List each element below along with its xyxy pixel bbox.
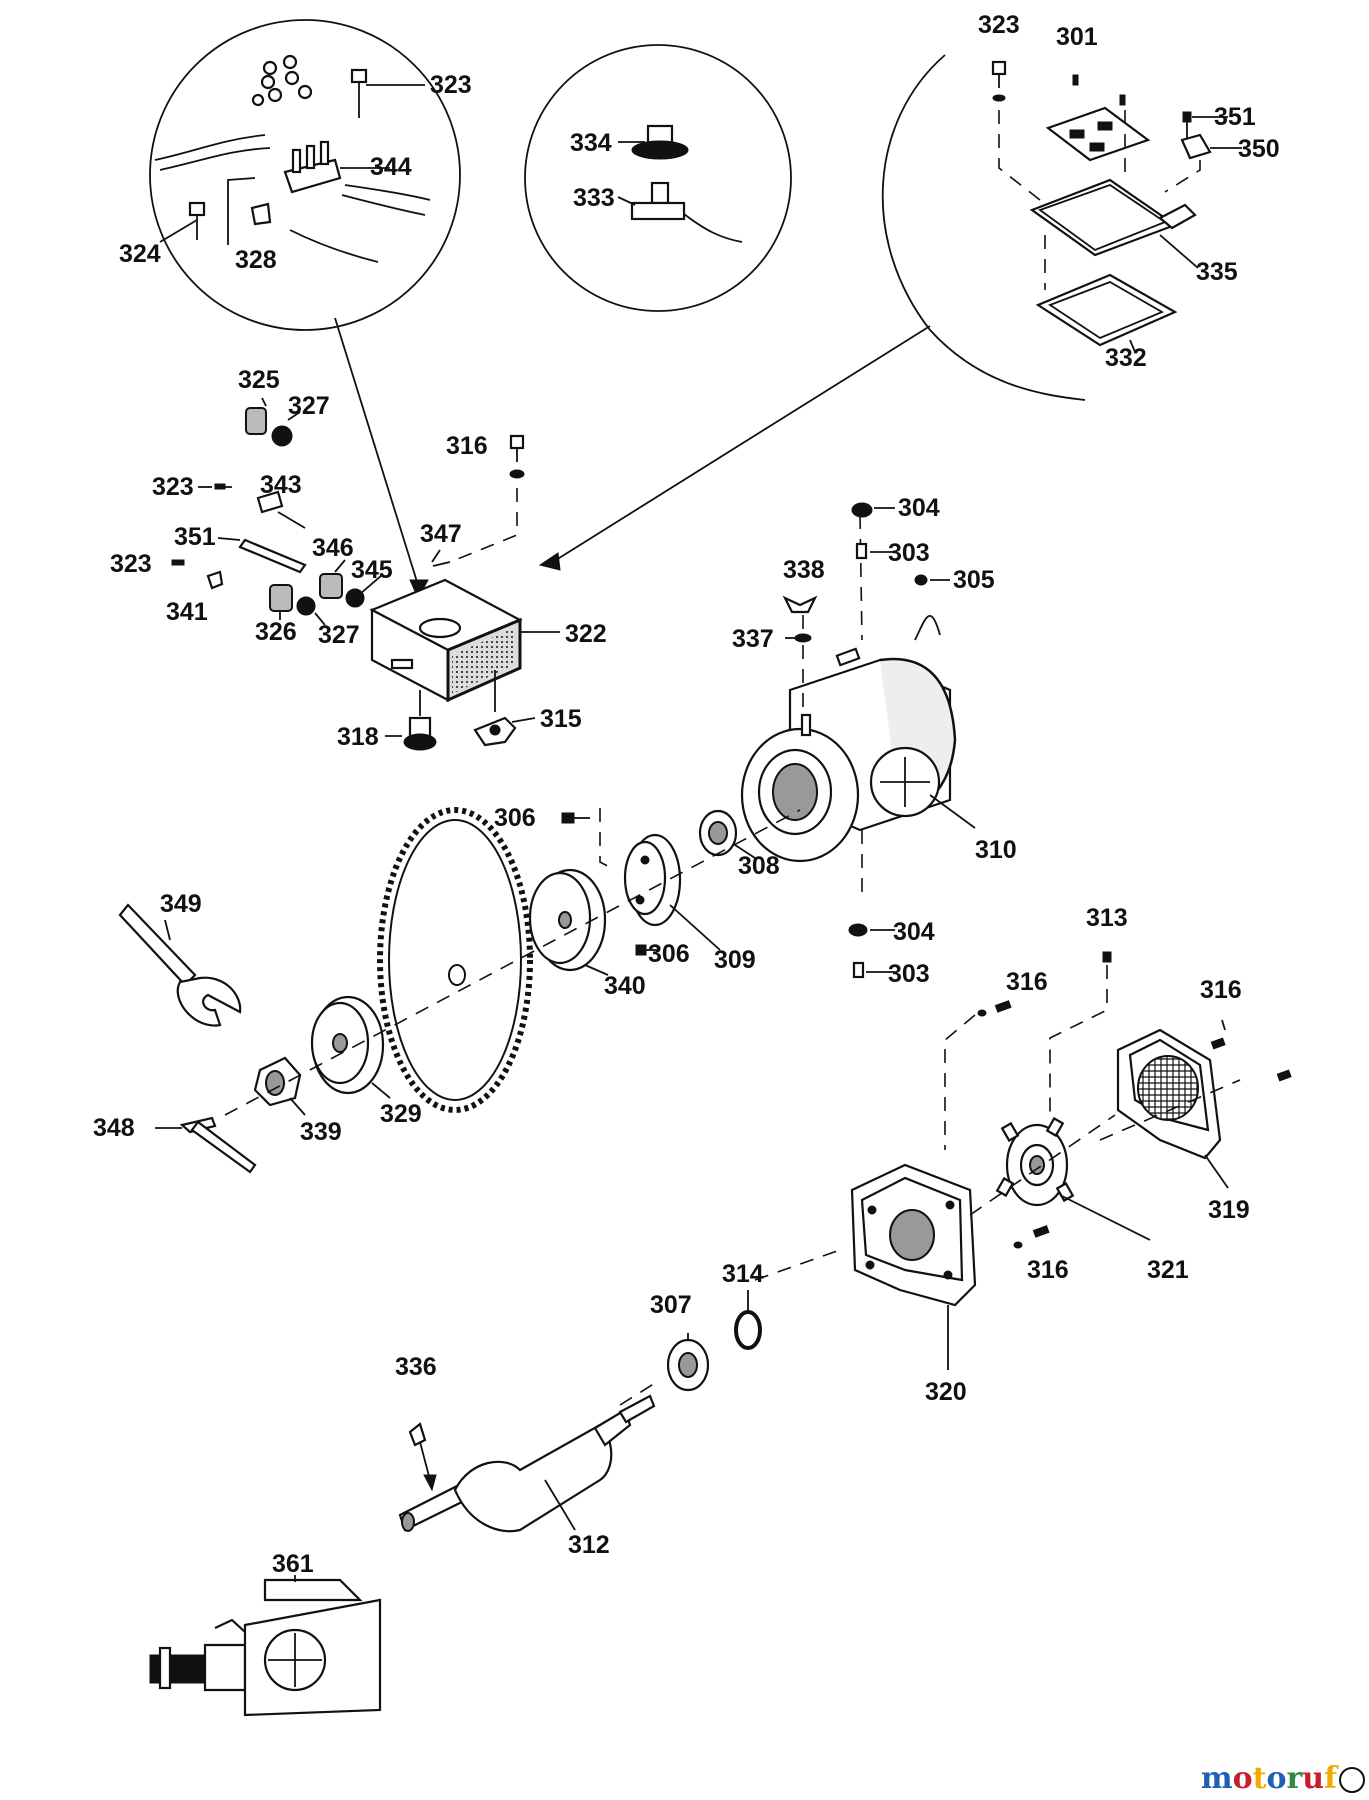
bearing-308: [698, 809, 738, 857]
label-342: 346: [312, 534, 354, 562]
gasket-332: [1035, 273, 1178, 347]
label-326: 326: [255, 618, 297, 646]
label-327-a: 327: [288, 392, 330, 420]
label-339: 339: [300, 1118, 342, 1146]
label-336: 337: [732, 625, 774, 653]
label-361: 361: [272, 1550, 314, 1578]
label-305: 305: [953, 566, 995, 594]
label-329: 328: [235, 246, 277, 274]
label-338: 336: [395, 1353, 437, 1381]
watermark-letter: f: [1324, 1761, 1337, 1796]
label-304-a: 304: [898, 494, 940, 522]
label-328: 329: [380, 1100, 422, 1128]
hex-key-348: [179, 1116, 257, 1174]
spacer-340: [528, 868, 607, 972]
label-340: 340: [604, 972, 646, 1000]
wrench-349: [118, 903, 242, 1027]
part-labels: 323 301 351 350 335 332 334 333 323 344 …: [93, 11, 1280, 1578]
label-307: 307: [650, 1291, 692, 1319]
label-333: 333: [573, 184, 615, 212]
label-306-b: 306: [648, 940, 690, 968]
label-323-d: 323: [110, 550, 152, 578]
label-323-b: 323: [430, 71, 472, 99]
label-323-c: 323: [152, 473, 194, 501]
label-346: 350: [1238, 135, 1280, 163]
rotor-312: [398, 1394, 656, 1533]
watermark-letter: u: [1302, 1761, 1325, 1796]
label-350: 347: [420, 520, 462, 548]
arrow-line-left: [334, 317, 419, 586]
label-310: 310: [975, 836, 1017, 864]
detail-circle-terminal-block: [149, 19, 461, 331]
label-344: 343: [260, 471, 302, 499]
switch-knob-334: [631, 124, 689, 160]
saw-blade: [377, 807, 533, 1113]
label-348: 348: [93, 1114, 135, 1142]
label-318: 318: [337, 723, 379, 751]
arrow-line-right: [547, 325, 931, 566]
label-327-b: 327: [318, 621, 360, 649]
label-332: 332: [1105, 344, 1147, 372]
label-351: 351: [174, 523, 216, 551]
label-345: 344: [370, 153, 412, 181]
watermark-letter: o: [1266, 1761, 1287, 1796]
label-303-b: 303: [888, 960, 930, 988]
watermark-letter: m: [1200, 1761, 1233, 1796]
label-320: 320: [925, 1378, 967, 1406]
label-341: 345: [351, 556, 393, 584]
nut-339: [253, 1056, 302, 1107]
label-315: 315: [540, 705, 582, 733]
junction-box-322: [369, 578, 560, 703]
end-bell-320: [850, 1163, 977, 1307]
label-316-a: 316: [446, 432, 488, 460]
plug-318: [403, 716, 437, 751]
switch-333: [630, 181, 743, 243]
label-314: 314: [722, 1260, 764, 1288]
fan-321: [995, 1116, 1075, 1207]
label-322: 322: [565, 620, 607, 648]
terminal-nuts: [251, 54, 313, 107]
label-316-d: 316: [1027, 1256, 1069, 1284]
label-335: 335: [1196, 258, 1238, 286]
cable-gland-325: [245, 407, 267, 435]
label-303-a: 303: [888, 539, 930, 567]
motor-assembly-361: [149, 1578, 382, 1717]
cover-335: [1029, 178, 1197, 257]
watermark-letter: r: [1286, 1761, 1303, 1796]
bearing-307: [666, 1338, 710, 1392]
label-316-c: 316: [1200, 976, 1242, 1004]
label-306-a: 306: [494, 804, 536, 832]
label-349: 349: [160, 890, 202, 918]
label-324: 324: [119, 240, 161, 268]
label-325: 325: [238, 366, 280, 394]
label-319: 319: [1208, 1196, 1250, 1224]
label-321: 321: [1147, 1256, 1189, 1284]
label-316-b: 316: [1006, 968, 1048, 996]
flange-309: [623, 833, 682, 927]
label-313: 313: [1086, 904, 1128, 932]
label-343: 341: [166, 598, 208, 626]
outer-flange-328: [310, 995, 385, 1095]
label-304-b: 304: [893, 918, 935, 946]
fan-cover-319: [1116, 1028, 1222, 1160]
watermark-letter: t: [1252, 1761, 1267, 1796]
label-301: 301: [1056, 23, 1098, 51]
label-337: 338: [783, 556, 825, 584]
label-309: 309: [714, 946, 756, 974]
rating-plate-301: [1045, 106, 1151, 162]
label-323-a: 323: [978, 11, 1020, 39]
terminal-block-345: [283, 140, 342, 194]
watermark-letter: o: [1232, 1761, 1253, 1796]
motoruf-watermark: motoruf: [1201, 1761, 1365, 1796]
label-308: 308: [738, 852, 780, 880]
detail-circle-switch: [524, 44, 792, 312]
circlip-314: [734, 1310, 762, 1350]
watermark-logo-icon: [1339, 1767, 1365, 1793]
detail-circle-cover: [881, 54, 1242, 401]
label-347: 351: [1214, 103, 1256, 131]
label-312: 312: [568, 1531, 610, 1559]
label-334: 334: [570, 129, 612, 157]
motor-housing-310: [740, 615, 957, 863]
